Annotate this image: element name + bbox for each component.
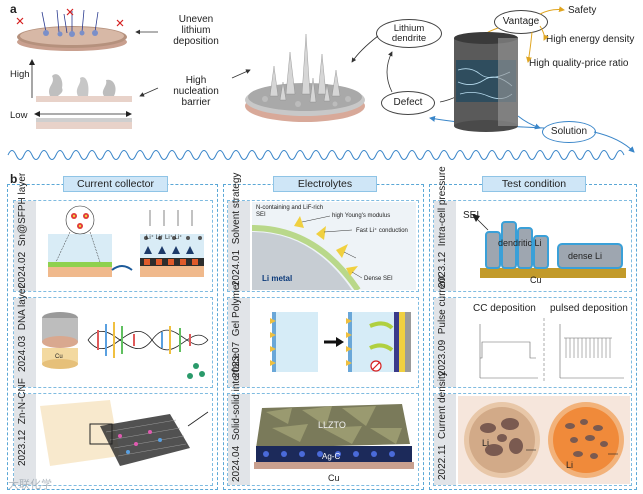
high-nucleation-barrier-text: High nucleation barrier — [173, 75, 219, 108]
li-metal-note: Li metal — [262, 274, 293, 283]
cc-deposition-label: CC deposition — [473, 303, 536, 314]
test-condition-title: Test condition — [482, 176, 586, 192]
intra-cell-pressure-illustration — [472, 214, 626, 278]
dna-illustration — [42, 312, 209, 379]
safety-text: Safety — [568, 5, 597, 16]
solvent-strategy-label: 2024.01 Solvent strategy — [231, 172, 242, 286]
solvent-strategy-row — [227, 200, 419, 292]
intra-cell-pressure-label: 2023.12 Intra-cell pressure — [437, 166, 448, 288]
battery-cell — [454, 32, 518, 132]
high-label: High — [10, 69, 30, 80]
gel-polymer-label-box — [228, 298, 250, 387]
intra-cell-pressure-label-box — [434, 201, 456, 291]
uneven-lithium-deposition-text: Uneven lithium deposition — [173, 14, 219, 47]
sn-sfph-row — [13, 200, 213, 292]
current-density-row — [433, 393, 632, 486]
separator-spring — [7, 150, 625, 160]
gel-polymer-row — [227, 297, 419, 388]
dna-label: 2024.03 DNA layer — [17, 285, 28, 372]
sei-note: N-containing and LiF-rich SEI — [256, 205, 324, 218]
solid-interface-label-box — [228, 394, 250, 485]
cu-inset-text: Cu — [55, 354, 63, 360]
pulse-current-label: 2023.09 Pulse current — [437, 275, 448, 376]
lithium-dendrite-oval: Lithium dendrite — [376, 19, 442, 48]
intra-cell-pressure-row — [433, 200, 632, 292]
nucleation-sketches — [29, 59, 132, 129]
panel-a-arrows — [135, 6, 635, 153]
zn-n-cnf-label: 2023.12 Zn-N-CNF — [17, 378, 28, 466]
solid-interface-illustration — [254, 404, 414, 469]
defect-oval: Defect — [381, 91, 435, 115]
pulse-current-plots — [479, 318, 624, 382]
current-density-label: 2022.11 Current density — [437, 371, 448, 480]
fast-li-conduction-note: Fast Li⁺ conduction — [356, 228, 408, 234]
zn-n-cnf-illustration — [40, 400, 209, 466]
solution-oval: Solution — [542, 121, 596, 143]
sei-label: SEI — [463, 210, 480, 221]
solvent-strategy-label-box — [228, 201, 250, 291]
solid-interface-label: 2024.04 Solid-solid interface — [231, 353, 242, 482]
young-modulus-note: high Young's modulus — [332, 213, 391, 219]
solvent-strategy-illustration — [252, 202, 416, 290]
li-label-left: Li — [482, 438, 490, 448]
pulse-current-label-box — [434, 298, 456, 387]
cu-text: Cu — [328, 473, 340, 483]
uneven-deposition-illustration — [16, 8, 127, 51]
current-density-label-box — [434, 394, 456, 485]
pulsed-deposition-label: pulsed deposition — [550, 303, 628, 314]
dna-label-box — [14, 298, 36, 387]
electrolytes-title: Electrolytes — [273, 176, 377, 192]
li-ion-inset-text: Li⁺ Li⁺ Li⁺ Li⁺ — [146, 235, 183, 241]
li-label-right: Li — [566, 460, 574, 470]
panel-b-letter: b — [10, 172, 18, 186]
current-collector-title: Current collector — [63, 176, 168, 192]
sn-sfph-label-box — [14, 201, 36, 291]
zn-n-cnf-row — [13, 393, 213, 486]
solid-interface-row — [227, 393, 419, 486]
current-density-illustration — [458, 396, 630, 484]
zn-n-cnf-label-box — [14, 394, 36, 485]
low-label: Low — [10, 110, 28, 121]
ag-c-text: Ag-C — [322, 452, 341, 461]
dense-li-label: dense Li — [568, 251, 603, 261]
sn-sfph-label: 2024.02 Sn@SFPH layer — [17, 172, 28, 288]
watermark: 大联化学 — [8, 479, 52, 491]
high-energy-density-text: High energy density — [546, 34, 635, 45]
sn-sfph-illustration — [48, 205, 204, 277]
dense-sei-note: Dense SEI — [364, 276, 393, 282]
gel-polymer-illustration — [270, 312, 411, 372]
llzto-text: LLZTO — [318, 420, 346, 430]
panel-a-letter: a — [10, 2, 17, 16]
vantage-oval: Vantage — [494, 10, 548, 34]
high-quality-price-ratio-text: High quality-price ratio — [529, 58, 629, 69]
cu-pressure-label: Cu — [530, 275, 542, 285]
lithium-dendrite-electrode — [245, 33, 365, 122]
dendritic-li-label: dendritic Li — [498, 238, 542, 248]
dna-row — [13, 297, 213, 388]
pulse-current-row — [433, 297, 632, 388]
